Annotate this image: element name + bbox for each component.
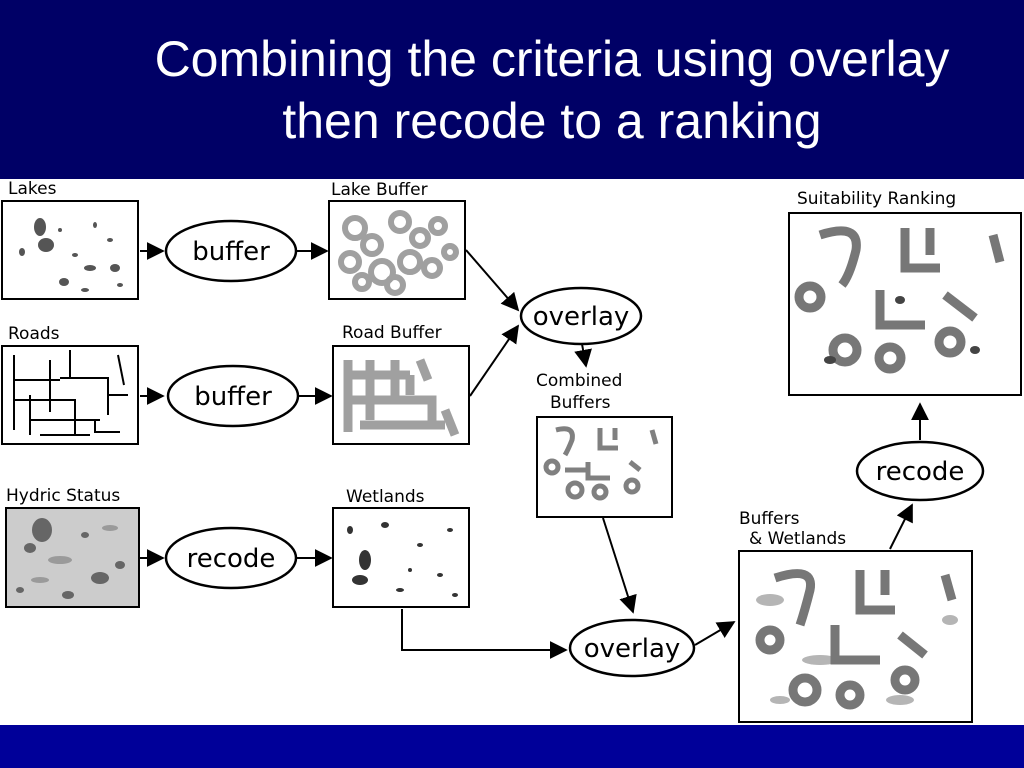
arrow-wetlands-to-overlay	[401, 609, 568, 659]
title-line-1: Combining the criteria using overlay	[154, 31, 950, 87]
arrow-bw-to-recode	[889, 503, 913, 550]
arrow-combined-to-overlay	[602, 517, 637, 614]
process-recode-hydric: recode	[164, 526, 298, 590]
title-line-2: then recode to a ranking	[282, 93, 822, 149]
arrow-overlay-to-buffers-wetlands	[694, 621, 736, 646]
hydric-status-map	[5, 507, 140, 608]
label-road-buffer: Road Buffer	[342, 323, 442, 343]
lake-buffer-map	[328, 200, 466, 300]
process-buffer-roads: buffer	[166, 364, 300, 428]
label-hydric-status: Hydric Status	[6, 486, 120, 506]
wetlands-map	[332, 507, 470, 608]
label-suitability-ranking: Suitability Ranking	[797, 189, 956, 209]
process-overlay-buffers-label: overlay	[533, 302, 630, 332]
suitability-ranking-map	[788, 212, 1022, 396]
title-banner	[0, 0, 1024, 179]
lakes-map	[1, 200, 139, 300]
buffers-wetlands-map	[738, 550, 973, 723]
label-buffers-wetlands-line2: & Wetlands	[749, 529, 846, 549]
road-buffer-map	[332, 345, 470, 445]
arrow-road-buffer-to-overlay	[469, 324, 520, 397]
process-buffer-lakes-label: buffer	[192, 237, 270, 267]
process-recode-ranking-label: recode	[876, 457, 965, 487]
process-recode-hydric-label: recode	[187, 544, 276, 574]
label-lakes: Lakes	[8, 179, 57, 199]
process-overlay-wetlands: overlay	[568, 618, 696, 678]
process-overlay-buffers: overlay	[519, 286, 643, 346]
slide-title: Combining the criteria using overlay the…	[40, 28, 1024, 152]
label-buffers-wetlands-line1: Buffers	[739, 509, 800, 529]
label-combined-line1: Combined	[536, 371, 622, 391]
process-recode-ranking: recode	[855, 440, 985, 502]
process-overlay-wetlands-label: overlay	[584, 634, 681, 664]
process-buffer-roads-label: buffer	[194, 382, 272, 412]
arrow-lake-buffer-to-overlay	[465, 249, 520, 312]
process-buffer-lakes: buffer	[164, 219, 298, 283]
combined-buffers-map	[536, 416, 673, 518]
arrow-overlay-to-combined	[574, 343, 592, 368]
roads-map	[1, 345, 139, 445]
connectors	[140, 242, 929, 659]
label-wetlands: Wetlands	[346, 487, 425, 507]
label-lake-buffer: Lake Buffer	[331, 180, 428, 200]
label-roads: Roads	[8, 324, 60, 344]
footer-bar	[0, 725, 1024, 768]
label-combined-line2: Buffers	[550, 393, 611, 413]
